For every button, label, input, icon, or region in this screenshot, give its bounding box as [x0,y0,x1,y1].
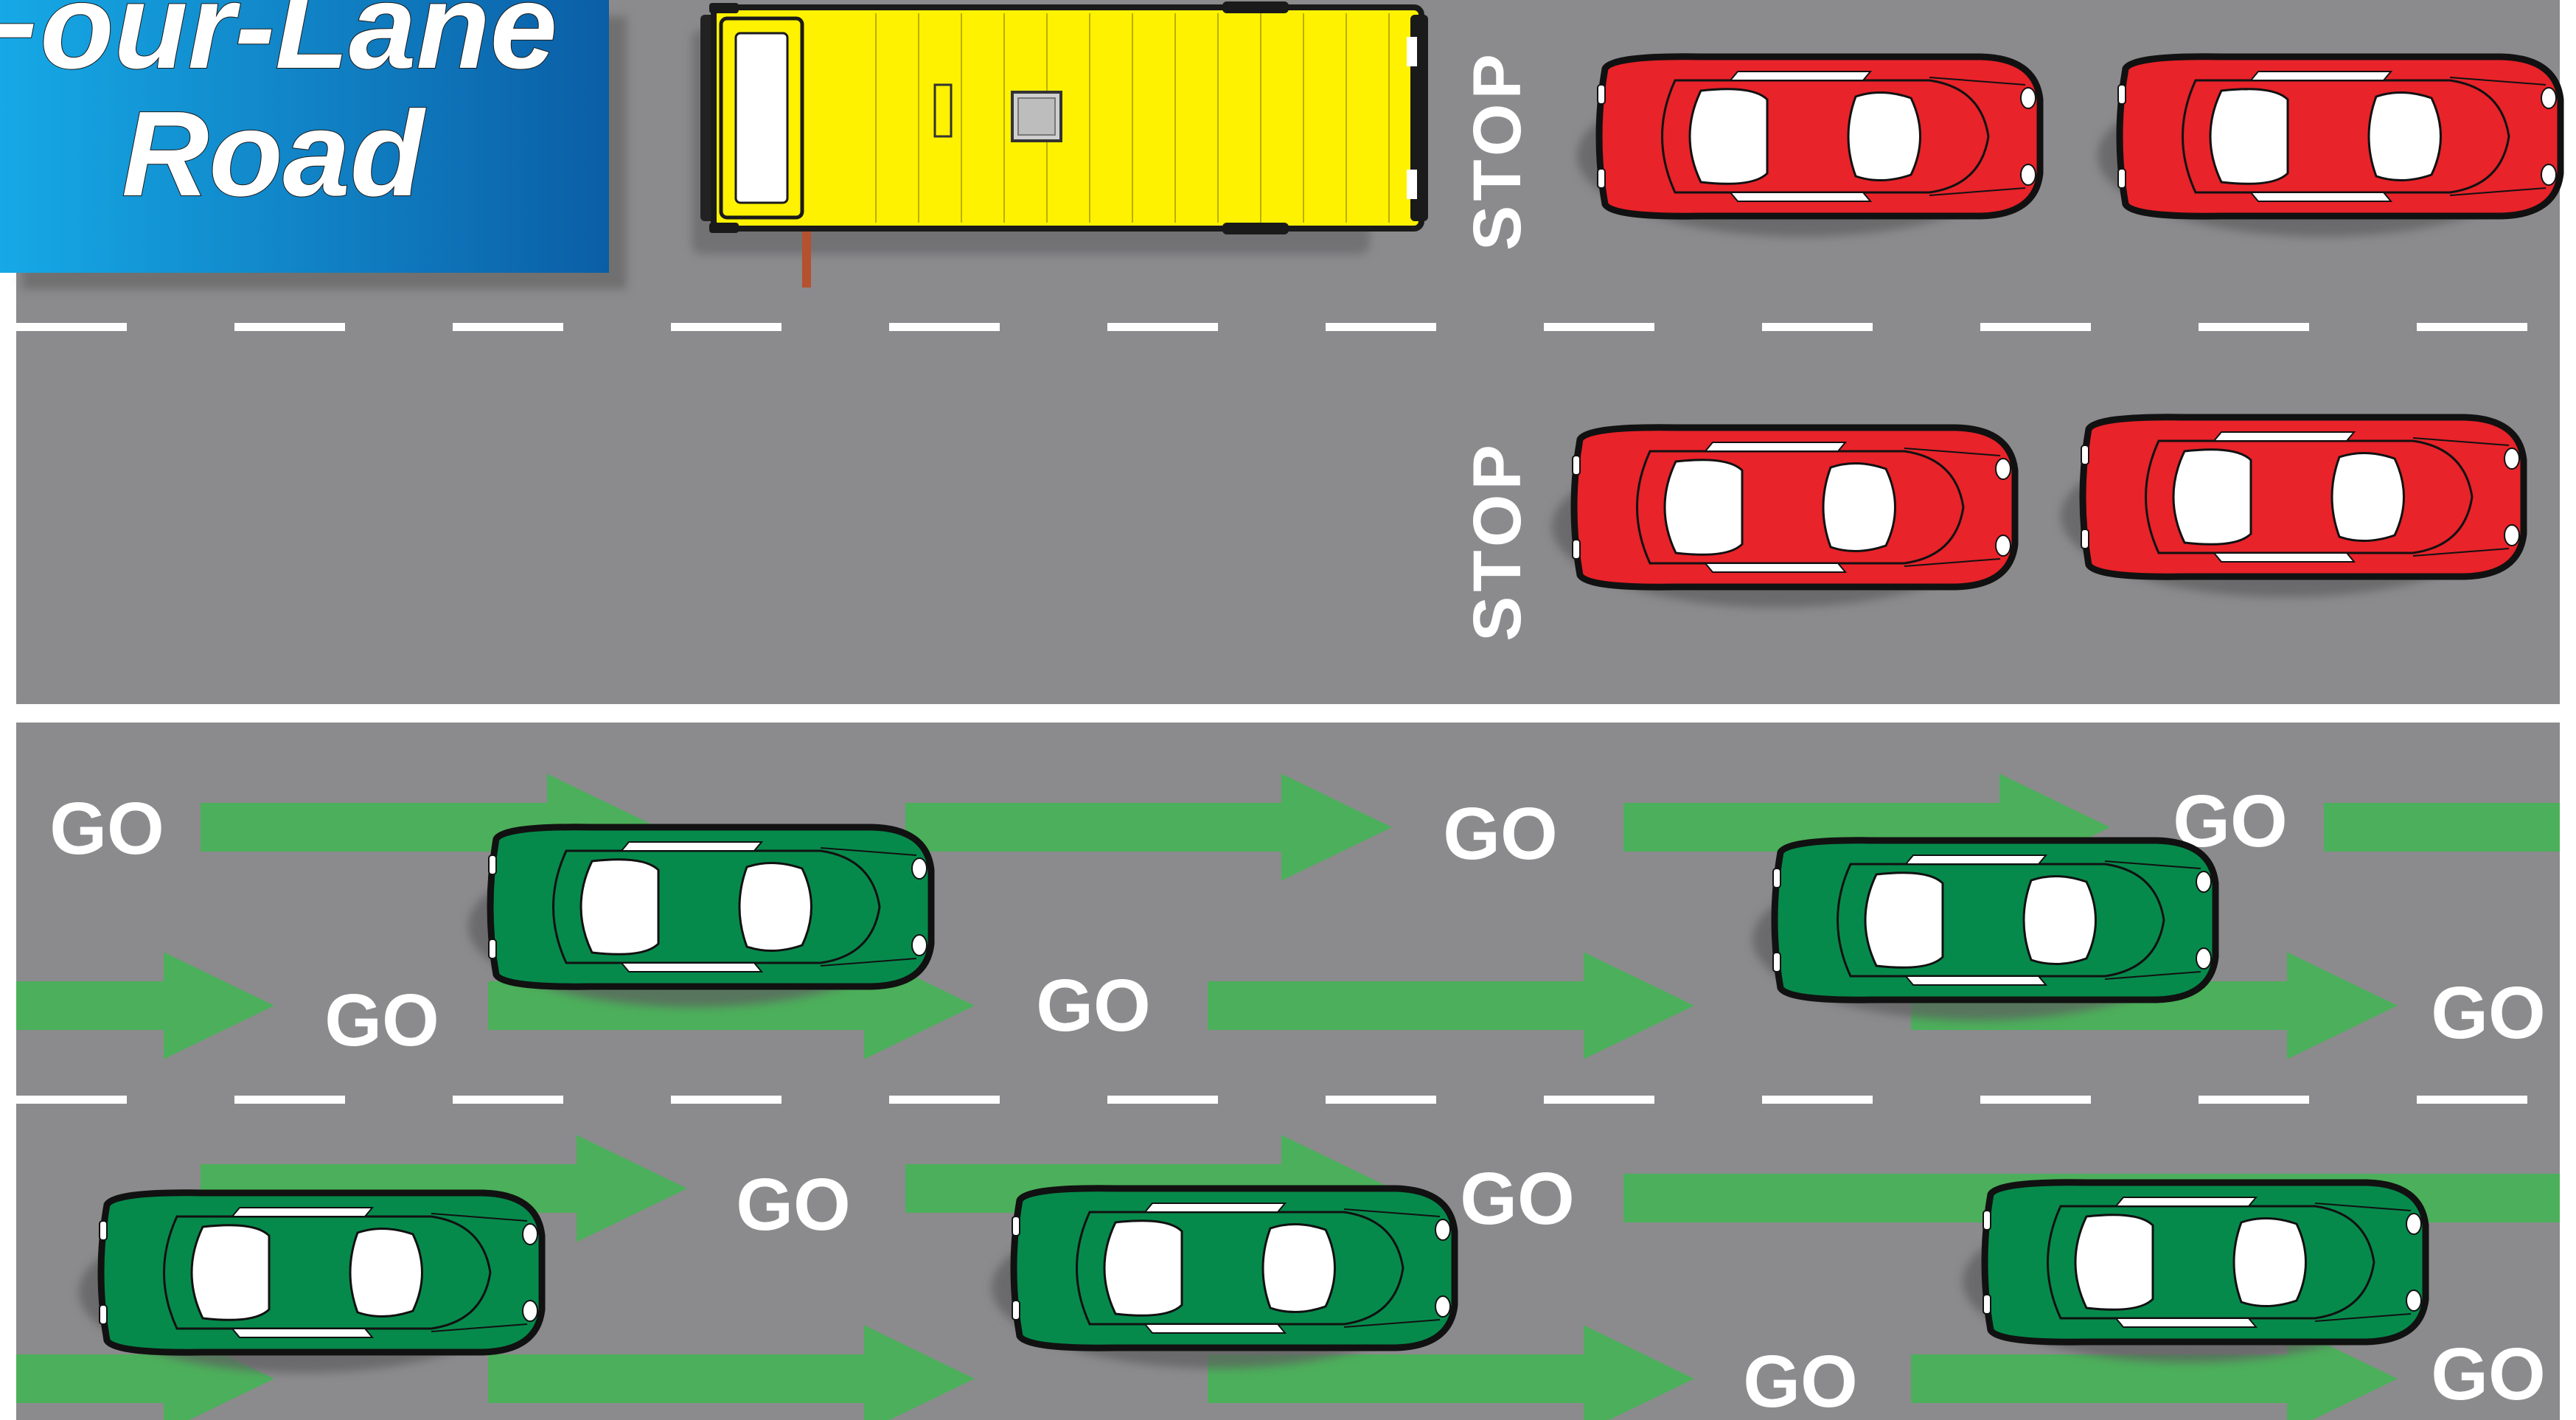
green-car [79,1193,542,1373]
green-car [992,1188,1455,1368]
lane-dash [1107,1096,1218,1104]
stop-label: STOP [1460,440,1535,641]
stop-label: STOP [1460,49,1535,251]
lane-dash [1326,323,1436,331]
green-car [468,827,931,1007]
lane-dash [16,1096,127,1104]
lane-dash [671,1096,781,1104]
lane-dash [889,323,1000,331]
go-label: GO [2431,972,2546,1054]
go-label: GO [1743,1340,1858,1420]
go-label: GO [1460,1158,1575,1240]
school-bus [692,1,1428,288]
go-label: GO [1443,793,1558,875]
lane-dash [2417,323,2527,331]
lane-dash [2199,323,2309,331]
lane-dash [2417,1096,2527,1104]
go-arrow [2324,803,2560,852]
lane-dash [234,1096,345,1104]
lane-dash [234,323,345,331]
lane-dash [16,323,127,331]
lane-dash [1107,323,1218,331]
go-label: GO [736,1163,851,1246]
go-label: GO [1036,964,1151,1047]
title-line-2: Road [122,86,426,221]
green-car [1752,840,2215,1020]
lane-dash [453,1096,563,1104]
lane-dash [1544,1096,1654,1104]
go-label: GO [324,979,439,1062]
title-line-1: Four-Lane [0,0,557,94]
title-box: Four-Lane Road [0,0,627,289]
lane-dash [2199,1096,2309,1104]
red-car [2098,57,2561,237]
lane-dash [1762,323,1873,331]
lane-dash [1544,323,1654,331]
lane-dash [1980,1096,2091,1104]
red-car [1552,428,2015,608]
red-car [1577,57,2040,237]
lane-dash [1980,323,2091,331]
lane-dash [1326,1096,1436,1104]
go-label: GO [49,787,164,870]
red-car [2061,417,2524,597]
go-label: GO [2431,1333,2546,1416]
lane-dash [671,323,781,331]
green-car [1963,1183,2426,1362]
lane-dash [1762,1096,1873,1104]
lane-dash [453,323,563,331]
lane-dash [889,1096,1000,1104]
